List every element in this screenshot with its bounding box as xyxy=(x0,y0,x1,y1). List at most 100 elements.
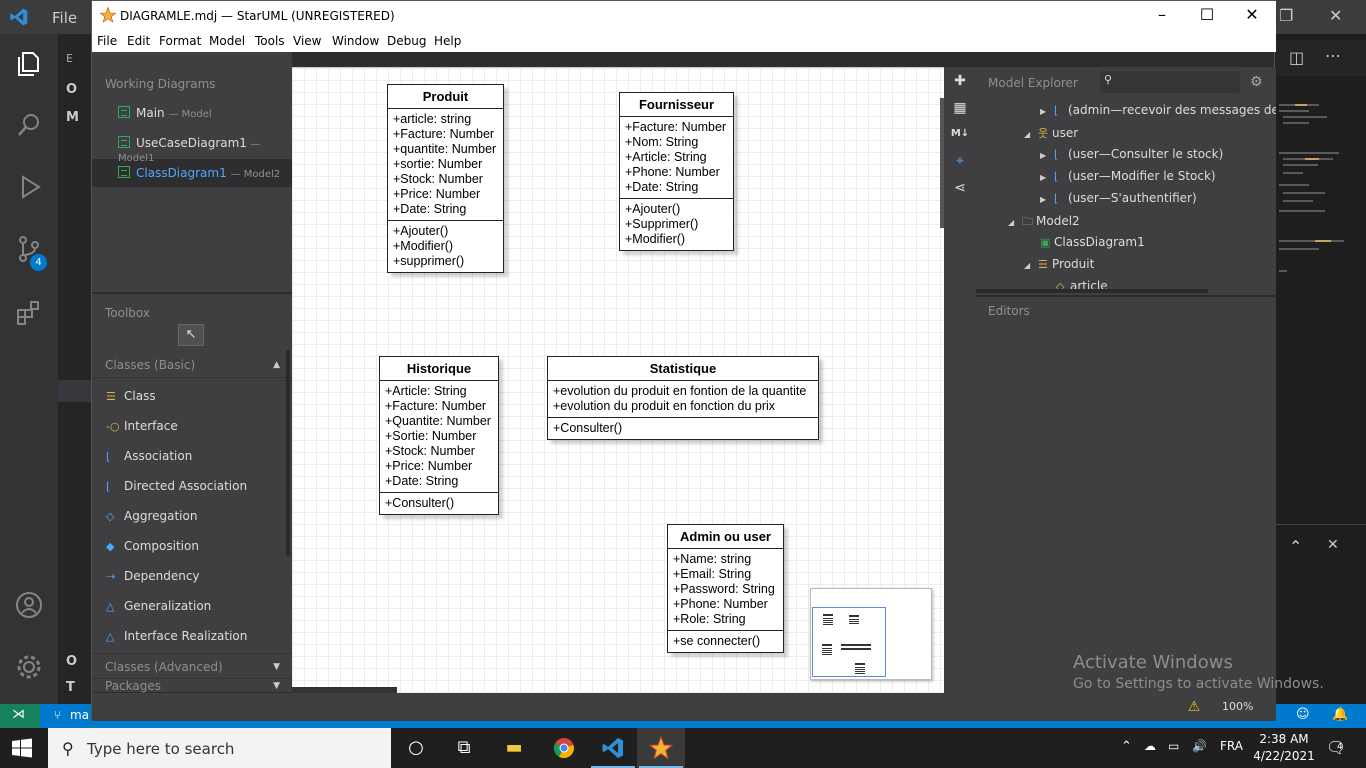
menu-edit[interactable]: Edit xyxy=(127,34,151,48)
extensions-icon[interactable] xyxy=(14,298,44,328)
vscode-section-3[interactable]: O xyxy=(66,654,78,669)
class-admin-ou-user[interactable]: Admin ou user +Name: string +Email: Stri… xyxy=(667,524,784,653)
task-view-icon[interactable]: ⧉ xyxy=(457,737,471,758)
tool-composition[interactable]: ◆Composition xyxy=(106,539,199,553)
tool-label: Dependency xyxy=(124,569,200,583)
class-historique[interactable]: Historique +Article: String +Facture: Nu… xyxy=(379,356,499,515)
branch-name[interactable]: ma xyxy=(70,708,90,722)
toolbox-scrollbar[interactable] xyxy=(286,350,290,556)
section-packages[interactable]: Packages ▼ xyxy=(92,679,292,693)
model-explorer-search[interactable] xyxy=(1100,71,1240,93)
diagram-navigator[interactable] xyxy=(810,588,932,680)
tool-interface-realization[interactable]: △Interface Realization xyxy=(106,629,247,643)
chrome-icon[interactable] xyxy=(551,736,577,760)
tool-directed-association[interactable]: ⌊Directed Association xyxy=(106,479,247,493)
input-language[interactable]: FRA xyxy=(1220,739,1243,753)
vscode-selected-row xyxy=(58,380,92,402)
clock[interactable]: 2:38 AM 4/22/2021 xyxy=(1252,731,1316,765)
vscode-taskbar-icon[interactable] xyxy=(600,736,626,760)
file-explorer-icon[interactable]: ▬ xyxy=(505,737,523,758)
close-button[interactable]: ✕ xyxy=(1245,5,1259,24)
tool-class[interactable]: ☰Class xyxy=(106,389,156,403)
close-panel-icon[interactable]: ✕ xyxy=(1327,537,1339,553)
canvas-vertical-scrollbar[interactable] xyxy=(940,98,946,228)
zoom-level[interactable]: 100% xyxy=(1222,700,1254,713)
explorer-icon[interactable] xyxy=(14,48,44,78)
remote-indicator[interactable]: ⋊ xyxy=(0,704,40,728)
class-fournisseur[interactable]: Fournisseur +Facture: Number +Nom: Strin… xyxy=(619,92,734,251)
volume-icon[interactable]: 🔊 xyxy=(1192,739,1207,753)
menu-debug[interactable]: Debug xyxy=(387,34,427,48)
model-explorer-scrollbar[interactable] xyxy=(976,289,1208,293)
onedrive-cloud-icon[interactable]: ☁ xyxy=(1144,739,1156,753)
cortana-icon[interactable]: ○ xyxy=(408,737,424,758)
tool-association[interactable]: ⌊Association xyxy=(106,449,192,463)
tray-chevron-icon[interactable]: ⌃ xyxy=(1121,739,1132,754)
battery-icon[interactable]: ▭ xyxy=(1168,739,1180,753)
section-classes-advanced[interactable]: Classes (Advanced) ▼ xyxy=(92,653,292,679)
canvas-horizontal-scrollbar[interactable] xyxy=(292,687,397,693)
working-diagram-main[interactable]: Main — Model xyxy=(118,106,212,120)
navigator-viewport[interactable] xyxy=(812,607,886,677)
menu-model[interactable]: Model xyxy=(209,34,246,48)
settings-gear-icon[interactable]: ⚙ xyxy=(1250,74,1263,90)
maximize-button[interactable]: ☐ xyxy=(1199,5,1215,24)
markdown-icon[interactable]: M↓ xyxy=(950,128,970,139)
menu-tools[interactable]: Tools xyxy=(255,34,285,48)
windows-start-icon[interactable] xyxy=(12,738,32,758)
operation-compartment: +Consulter() xyxy=(548,417,818,439)
tree-item[interactable]: ▣ClassDiagram1 xyxy=(1040,235,1145,249)
tree-item[interactable]: ▶⌊(user—Modifier le Stock) xyxy=(1040,169,1216,183)
vscode-section-1[interactable]: O xyxy=(66,82,78,97)
tool-aggregation[interactable]: ◇Aggregation xyxy=(106,509,197,523)
accounts-icon[interactable] xyxy=(14,590,44,620)
menu-window[interactable]: Window xyxy=(332,34,380,48)
source-control-icon[interactable] xyxy=(14,234,44,264)
layout-icon[interactable]: ▦ xyxy=(953,100,967,116)
taskbar-search[interactable]: ⚲ Type here to search xyxy=(48,728,391,768)
run-debug-icon[interactable] xyxy=(14,172,44,202)
more-actions-icon[interactable]: ⋯ xyxy=(1325,46,1341,65)
feedback-icon[interactable]: ☺ xyxy=(1296,707,1310,722)
menu-file[interactable]: File xyxy=(97,34,118,48)
warning-icon[interactable]: ⚠ xyxy=(1187,699,1201,715)
vscode-menu-file[interactable]: File xyxy=(52,9,78,27)
vscode-close-icon[interactable]: ✕ xyxy=(1329,6,1343,25)
working-diagram-class[interactable]: ClassDiagram1 — Model2 xyxy=(118,166,280,180)
menu-help[interactable]: Help xyxy=(434,34,462,48)
search-icon[interactable] xyxy=(14,110,44,140)
vscode-restore-icon[interactable]: ❐ xyxy=(1279,6,1294,25)
vscode-section-2[interactable]: M xyxy=(66,110,79,125)
tree-item[interactable]: ▶⌊(user—S'authentifier) xyxy=(1040,191,1197,205)
minimize-button[interactable]: – xyxy=(1158,5,1166,24)
tree-item[interactable]: ◢🗀Model2 xyxy=(1008,213,1080,232)
class-produit[interactable]: Produit +article: string +Facture: Numbe… xyxy=(387,84,504,273)
tree-item[interactable]: ◢☰Produit xyxy=(1024,257,1094,271)
section-classes-basic[interactable]: Classes (Basic) ▲ xyxy=(92,352,292,378)
diagram-canvas[interactable]: Produit +article: string +Facture: Numbe… xyxy=(292,67,944,693)
split-editor-icon[interactable]: ◫ xyxy=(1289,48,1305,67)
branch-icon[interactable]: ⑂ xyxy=(54,708,62,722)
tree-item[interactable]: ▶⌊(admin—recevoir des messages des xyxy=(1040,103,1276,117)
tool-generalization[interactable]: △Generalization xyxy=(106,599,211,613)
extensions-puzzle-icon[interactable]: ✚ xyxy=(954,73,966,89)
tool-dependency[interactable]: ⇢Dependency xyxy=(106,569,200,583)
menu-view[interactable]: View xyxy=(293,34,322,48)
share-icon[interactable]: ⋖ xyxy=(954,180,966,196)
manage-gear-icon[interactable] xyxy=(14,652,44,682)
notifications-bell-icon[interactable]: 🔔 xyxy=(1332,707,1349,722)
vscode-section-4[interactable]: T xyxy=(66,680,75,695)
maximize-panel-icon[interactable]: ⌃ xyxy=(1289,537,1303,556)
tool-interface[interactable]: -○Interface xyxy=(106,419,178,433)
class-statistique[interactable]: Statistique +evolution du produit en fon… xyxy=(547,356,819,440)
operation: +Modifier() xyxy=(625,232,686,246)
tree-item[interactable]: ▶⌊(user—Consulter le stock) xyxy=(1040,147,1223,161)
working-diagram-usecase[interactable]: UseCaseDiagram1 — Model1 xyxy=(118,136,292,164)
navigator-target-icon[interactable]: ⌖ xyxy=(956,153,964,169)
action-center-icon[interactable]: 🗨 xyxy=(1326,738,1347,757)
staruml-taskbar-icon[interactable] xyxy=(648,736,674,760)
expand-arrow-icon: ▶ xyxy=(1040,151,1047,160)
menu-format[interactable]: Format xyxy=(159,34,202,48)
select-cursor-icon[interactable]: ↖ xyxy=(178,324,204,346)
